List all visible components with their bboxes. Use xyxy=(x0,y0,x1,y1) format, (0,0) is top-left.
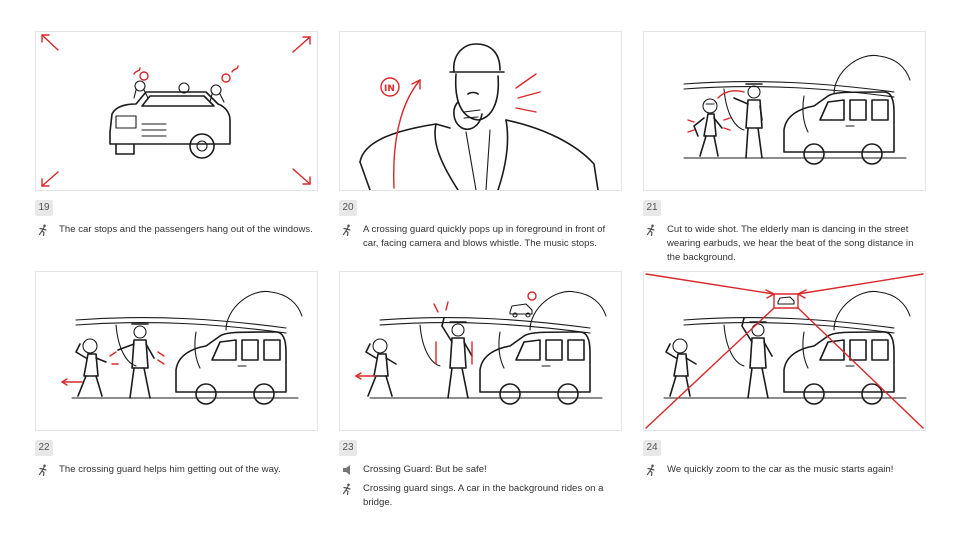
in-marker-label: IN xyxy=(384,84,395,94)
sketch-frame xyxy=(643,31,926,191)
note-text: The car stops and the passengers hang ou… xyxy=(59,224,313,235)
action-icon xyxy=(342,224,351,236)
storyboard-panel-20[interactable]: IN 20 A crossing guard quickly pops up i… xyxy=(339,31,622,251)
panel-note: The car stops and the passengers hang ou… xyxy=(35,223,318,237)
sketch-car-stops xyxy=(41,34,311,187)
storyboard-panel-19[interactable]: 19 The car stops and the passengers hang… xyxy=(35,31,318,237)
bridge-car-sketch xyxy=(509,291,537,318)
panel-note: Cut to wide shot. The elderly man is dan… xyxy=(643,223,926,265)
panel-note: Crossing Guard: But be safe! xyxy=(339,463,622,477)
note-text: The crossing guard helps him getting out… xyxy=(59,464,281,475)
crossing-guard-sketch xyxy=(117,323,155,399)
elderly-man-sketch xyxy=(75,338,107,397)
storyboard-panel-22[interactable]: 22 The crossing guard helps him getting … xyxy=(35,271,318,477)
panel-number: 22 xyxy=(35,440,53,456)
action-icon xyxy=(646,224,655,236)
panel-number: 19 xyxy=(35,200,53,216)
sketch-frame: IN xyxy=(339,31,622,191)
sketch-frame xyxy=(35,271,318,431)
panel-note: Crossing guard sings. A car in the backg… xyxy=(339,482,622,510)
note-text: A crossing guard quickly pops up in fore… xyxy=(363,224,606,249)
crossing-guard-sketch: IN xyxy=(359,43,599,190)
sketch-zoom-to-car xyxy=(645,273,924,429)
note-text: Crossing Guard: But be safe! xyxy=(363,464,487,475)
sketch-wide-shot xyxy=(683,54,911,165)
sketch-frame xyxy=(643,271,926,431)
panel-note: The crossing guard helps him getting out… xyxy=(35,463,318,477)
elderly-man-sketch xyxy=(365,338,397,397)
zoom-arrows xyxy=(41,34,311,187)
note-text: Cut to wide shot. The elderly man is dan… xyxy=(667,224,914,263)
sketch-guard-helps xyxy=(61,290,303,405)
storyboard-panel-23[interactable]: 23 Crossing Guard: But be safe! Crossing… xyxy=(339,271,622,510)
storyboard-panel-21[interactable]: 21 Cut to wide shot. The elderly man is … xyxy=(643,31,926,265)
panel-note: A crossing guard quickly pops up in fore… xyxy=(339,223,622,251)
note-text: We quickly zoom to the car as the music … xyxy=(667,464,894,475)
action-icon xyxy=(38,224,47,236)
sketch-guard-sings xyxy=(355,290,607,405)
bridge-car-sketch xyxy=(777,296,795,305)
crossing-guard-sketch xyxy=(741,317,773,399)
sketch-frame xyxy=(35,31,318,191)
panel-number: 23 xyxy=(339,440,357,456)
elderly-man-sketch xyxy=(693,98,723,157)
elderly-man-sketch xyxy=(665,338,697,397)
action-icon xyxy=(38,464,47,476)
note-text: Crossing guard sings. A car in the backg… xyxy=(363,483,604,508)
storyboard-panel-24[interactable]: 24 We quickly zoom to the car as the mus… xyxy=(643,271,926,477)
crossing-guard-sketch xyxy=(441,317,473,399)
sketch-crossing-guard-whistle: IN xyxy=(359,43,599,190)
panel-number: 24 xyxy=(643,440,661,456)
speaker-icon xyxy=(343,465,350,475)
action-icon xyxy=(646,464,655,476)
crossing-guard-sketch xyxy=(733,83,763,159)
car-sketch xyxy=(109,65,239,159)
zoom-target xyxy=(645,273,924,429)
action-icon xyxy=(342,483,351,495)
sketch-frame xyxy=(339,271,622,431)
panel-number: 20 xyxy=(339,200,357,216)
panel-note: We quickly zoom to the car as the music … xyxy=(643,463,926,477)
panel-number: 21 xyxy=(643,200,661,216)
